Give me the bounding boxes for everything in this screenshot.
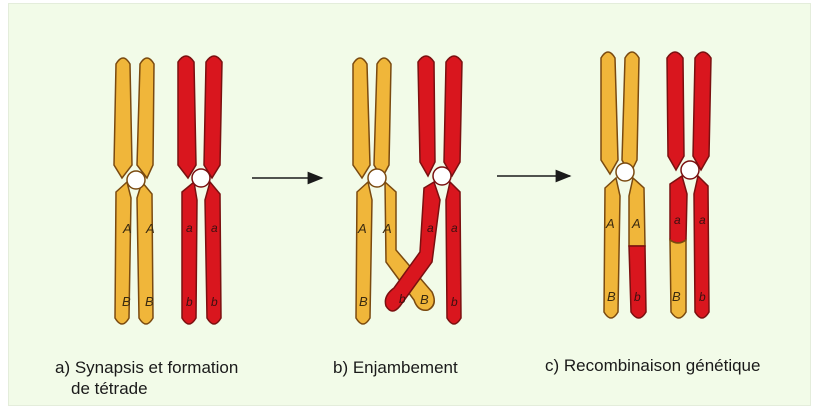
gene-label-b2: b: [211, 295, 218, 309]
caption-a-line2: de tétrade: [55, 378, 238, 399]
gene-label-B1: B: [122, 294, 131, 309]
gene-label-b2: b: [451, 295, 458, 309]
gene-label-A1: A: [605, 216, 615, 231]
chromosome-paternal-c: [667, 52, 711, 318]
gene-label-a2: a: [699, 213, 706, 227]
chromosome-paternal-a: [178, 56, 222, 324]
caption-a-line1: a) Synapsis et formation: [55, 357, 238, 378]
gene-label-A2: A: [145, 221, 155, 236]
gene-label-B2: B: [420, 292, 429, 307]
chromosome-maternal-c: [601, 52, 646, 318]
gene-label-A1: A: [357, 221, 367, 236]
gene-label-a2: a: [211, 221, 218, 235]
gene-label-b1: b: [399, 292, 406, 306]
gene-label-B1: B: [359, 294, 368, 309]
gene-label-b1: b: [634, 290, 641, 304]
gene-label-A2: A: [382, 221, 392, 236]
gene-label-a1: a: [427, 221, 434, 235]
caption-c: c) Recombinaison génétique: [545, 355, 760, 376]
gene-label-A2: A: [631, 216, 641, 231]
gene-label-b2: b: [699, 290, 706, 304]
caption-a: a) Synapsis et formation de tétrade: [55, 357, 238, 399]
gene-label-B2: B: [672, 289, 681, 304]
chromosome-maternal-a: [114, 58, 154, 324]
gene-label-a1: a: [186, 221, 193, 235]
panel-c-recombination: A A a a B B b b: [601, 52, 711, 318]
caption-b: b) Enjambement: [333, 357, 458, 378]
gene-label-A1: A: [122, 221, 132, 236]
gene-label-a1: a: [674, 213, 681, 227]
gene-label-B2: B: [145, 294, 154, 309]
panel-b-crossing-over: A A a a B B b b: [353, 56, 462, 324]
gene-label-b1: b: [186, 295, 193, 309]
gene-label-a2: a: [451, 221, 458, 235]
gene-label-B1: B: [607, 289, 616, 304]
panel-a-tetrad: A A a a B B b b: [114, 56, 222, 324]
